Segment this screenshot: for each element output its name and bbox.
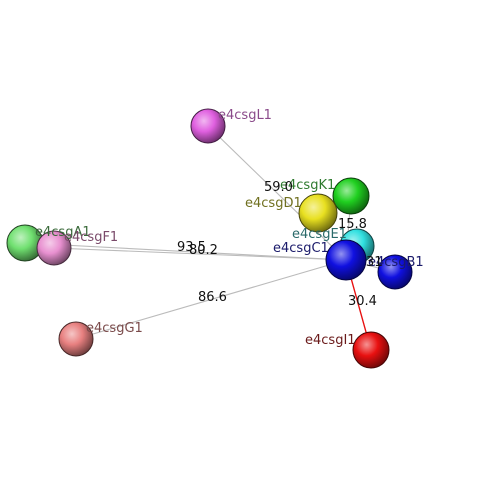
atom-e4csgC1[interactable]	[325, 239, 367, 281]
atom-label-e4csgL1: e4csgL1	[218, 108, 272, 123]
atom-e4csgD1[interactable]	[298, 193, 338, 233]
atom-label-e4csgA1: e4csgA1	[35, 225, 91, 240]
atom-e4csgB1[interactable]	[377, 254, 413, 290]
bond-e4csgF1-e4csgC1	[53, 247, 347, 261]
bond-e4csgA1-e4csgC1	[24, 242, 347, 261]
atom-e4csgL1[interactable]	[190, 108, 226, 144]
bond-distance-label-e4csgI1: 30.4	[348, 294, 377, 309]
atom-label-e4csgC1: e4csgC1	[273, 241, 329, 256]
atom-layer	[6, 108, 413, 369]
atom-e4csgI1[interactable]	[352, 331, 390, 369]
atom-label-e4csgG1: e4csgG1	[86, 321, 143, 336]
bond-distance-label-e4csgL1: 59.0	[264, 180, 293, 195]
bond-distance-label-e4csgF1: 80.2	[189, 243, 218, 258]
atom-e4csgF1[interactable]	[36, 230, 72, 266]
bond-e4csgG1-e4csgC1	[75, 259, 347, 340]
bond-distance-label-e4csgK1: 15.8	[338, 217, 367, 232]
atom-label-e4csgF1: e4csgF1	[64, 230, 118, 245]
atom-e4csgK1[interactable]	[332, 177, 370, 215]
bond-e4csgL1-e4csgC1	[207, 125, 347, 261]
atom-label-e4csgB1: e4csgB1	[368, 255, 424, 270]
bond-distance-label-e4csgB1: 31	[366, 255, 383, 270]
bond-distance-label-e4csgG1: 86.6	[198, 290, 227, 305]
atom-label-e4csgK1: e4csgK1	[280, 178, 335, 193]
atom-label-e4csgE1: e4csgE1	[292, 227, 347, 242]
atom-label-e4csgD1: e4csgD1	[245, 196, 302, 211]
atom-e4csgG1[interactable]	[58, 321, 94, 357]
atom-label-e4csgI1: e4csgI1	[305, 333, 356, 348]
bond-distance-label-e4csgA1: 93.5	[177, 240, 206, 255]
